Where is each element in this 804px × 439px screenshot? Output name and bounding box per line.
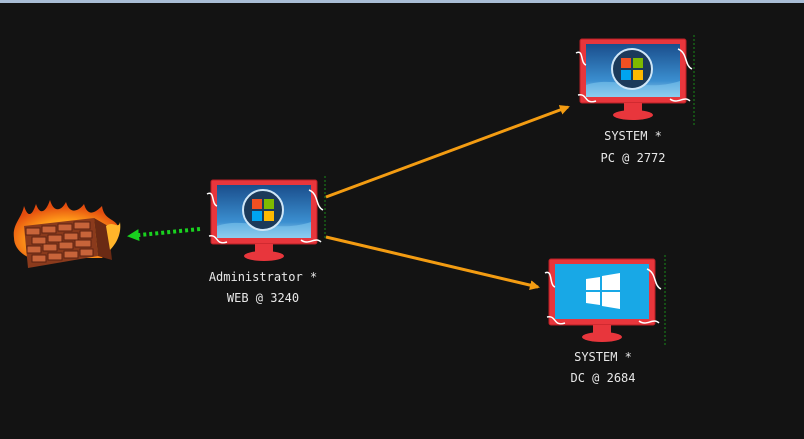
node-label-pc-user: SYSTEM * (604, 129, 662, 143)
firewall-node[interactable] (10, 196, 122, 276)
window-top-border (0, 0, 804, 3)
node-label-pc-host: PC @ 2772 (600, 151, 666, 165)
firewall-icon (13, 200, 121, 268)
monitor-windows7-icon (575, 35, 695, 127)
link-web-to-pc (325, 105, 570, 199)
monitor-windows10-icon (544, 255, 666, 347)
link-web-to-dc (325, 235, 540, 291)
link-web-to-firewall (127, 227, 201, 242)
node-label-web-user: Administrator * (208, 270, 318, 284)
node-label-dc-user: SYSTEM * (574, 350, 632, 364)
monitor-windows7-icon (206, 176, 326, 261)
session-node-dc[interactable] (543, 255, 667, 347)
node-label-dc-host: DC @ 2684 (570, 371, 636, 385)
session-node-web[interactable] (205, 176, 327, 266)
session-node-pc[interactable] (574, 35, 696, 127)
node-label-web-host: WEB @ 3240 (226, 291, 300, 305)
